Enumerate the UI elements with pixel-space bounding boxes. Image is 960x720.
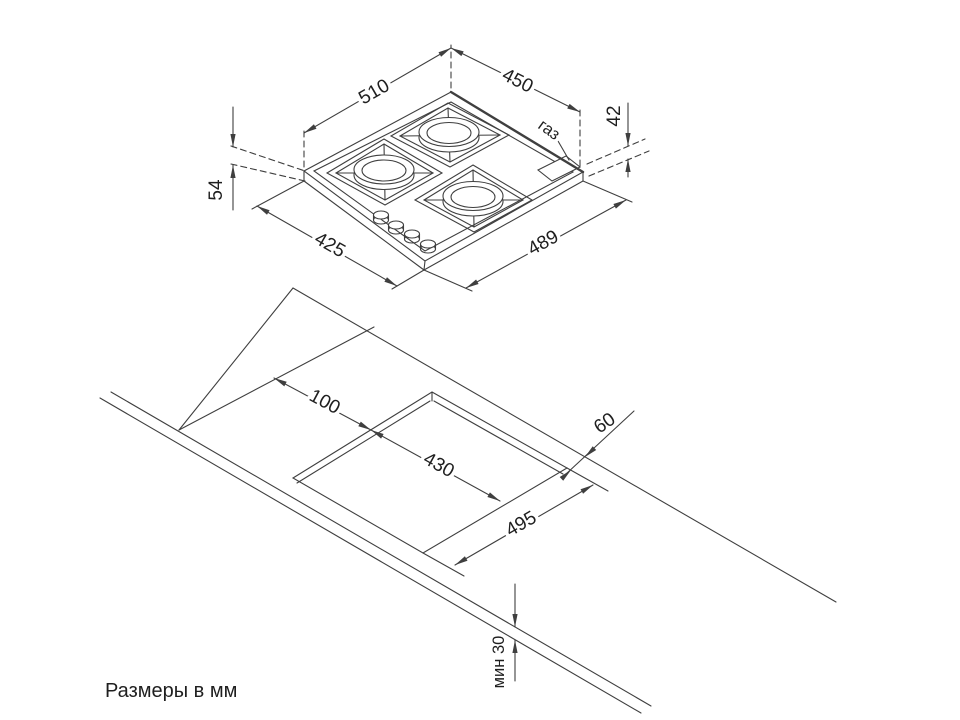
knob [419,239,437,254]
burner-ring-upper [442,180,504,212]
burner-rear [389,102,511,168]
burner-front [413,164,534,233]
dim-425-label: 425 [311,228,349,262]
dimension-430: 430 [370,429,501,502]
cutout-inner-face [433,400,564,475]
pan-support-outer [325,138,444,206]
dim-510-label: 510 [355,75,393,109]
burner-left [325,138,444,206]
cutout-reference-line [178,326,375,431]
worktop-front-bottom-edge [99,397,642,714]
gas-connection-stub [536,155,582,182]
worktop-front-edge [110,391,652,707]
dimension-495: 495 [422,467,609,577]
burner-ring-upper [353,154,415,185]
dim-60-label: 60 [590,409,619,438]
dimension-42: 42 [586,102,650,178]
knob [372,210,390,225]
burner-cap [426,121,472,145]
dimension-54: 54 [203,106,306,211]
knob [387,220,405,235]
burner-cap [450,185,496,209]
gas-leader-line [557,140,570,161]
gas-label: газ [535,116,564,144]
hob-rear-edge [449,90,585,174]
dim-495-label: 495 [502,507,540,541]
worktop-back-edge [292,287,837,603]
dim-100-label: 100 [306,385,344,418]
hob-slab-sides [303,170,584,271]
dim-450-label: 450 [499,65,537,98]
pan-support-outer [413,164,534,233]
dim-42-label: 42 [604,105,625,126]
control-knobs [372,210,437,254]
worktop-left-end [178,287,294,431]
hob-rim-border [312,101,575,252]
burner-ring-upper [418,116,480,148]
pan-support-outer [389,102,511,168]
worktop-dimensions: 100 430 495 60 [273,377,635,692]
dim-54-label: 54 [206,179,227,201]
knob [403,229,421,244]
worktop-view [99,287,837,714]
dim-430-label: 430 [420,448,458,482]
dim-489-label: 489 [524,226,562,260]
dimension-60: 60 [559,405,635,481]
dimension-100: 100 [273,377,372,431]
burner-cap [361,159,407,182]
dimension-min-thickness: мин 30 [487,583,518,692]
cutout-inner-face [296,400,431,484]
units-note: Размеры в мм [105,680,237,702]
dim-min30-label: мин 30 [490,636,508,689]
